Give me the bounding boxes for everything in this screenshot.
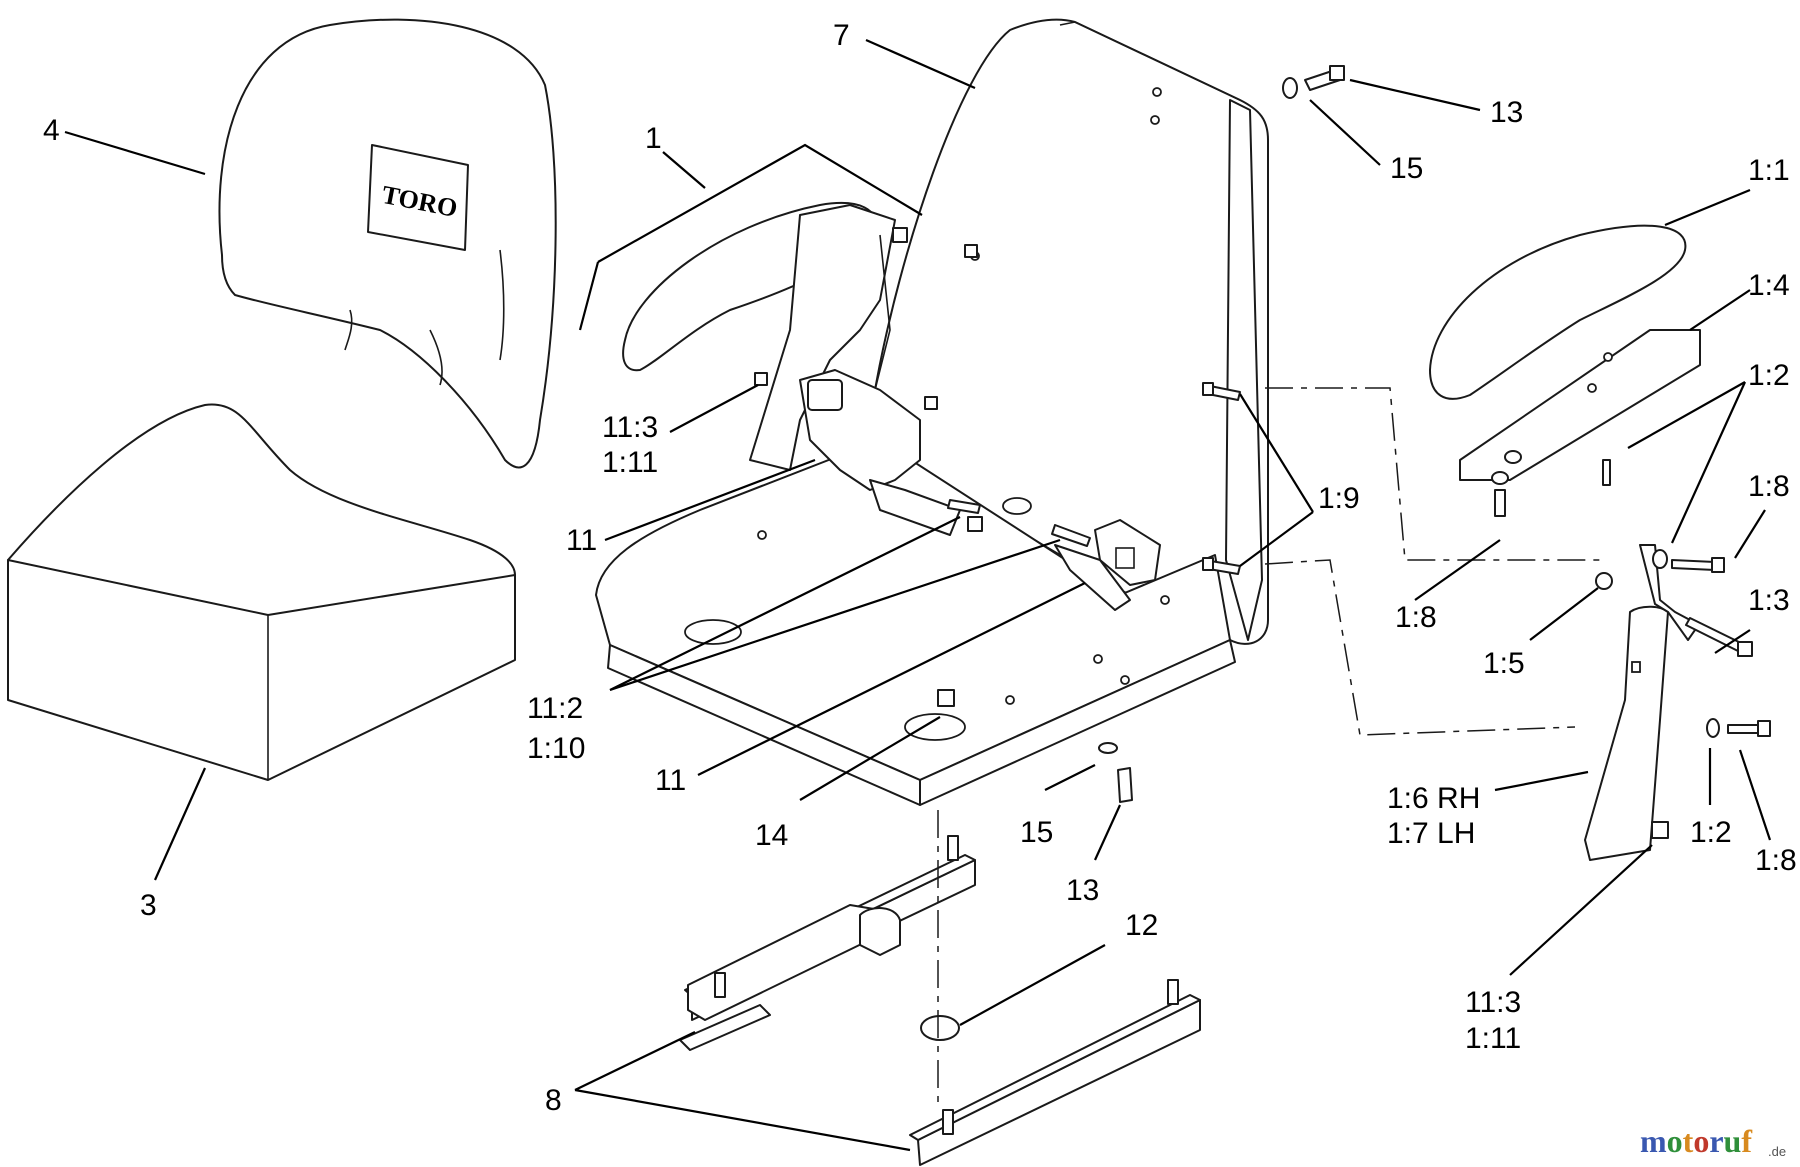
watermark-text: motoruf — [1640, 1123, 1752, 1159]
callout-1-2-top: 1:2 — [1748, 359, 1790, 392]
toro-logo-plate: TORO — [367, 144, 469, 251]
callout-1-4: 1:4 — [1748, 269, 1790, 302]
callout-1-7-lh: 1:7 LH — [1387, 817, 1475, 850]
armrest-support-bracket — [1584, 544, 1696, 861]
callout-1-11-a: 1:11 — [602, 446, 658, 479]
callout-7: 7 — [833, 19, 850, 52]
callout-11-3-a: 11:3 — [602, 411, 658, 444]
callout-11-a: 11 — [566, 524, 597, 557]
seat-bottom-cushion — [7, 403, 516, 781]
callout-15-bot: 15 — [1020, 816, 1053, 849]
callout-1-3: 1:3 — [1748, 584, 1790, 617]
assembly-centerlines — [937, 387, 1605, 1105]
callout-11-3-b: 11:3 — [1465, 986, 1521, 1019]
watermark: motoruf .de — [1640, 1123, 1786, 1159]
callout-1-9: 1:9 — [1318, 482, 1360, 515]
callout-14: 14 — [755, 819, 788, 852]
callout-11-2: 11:2 — [527, 692, 583, 725]
callout-4: 4 — [43, 114, 60, 147]
seat-back-cushion: TORO — [218, 18, 557, 469]
callout-1-8-bot: 1:8 — [1755, 844, 1797, 877]
seat-belt-buckle — [1054, 519, 1161, 611]
callout-8: 8 — [545, 1084, 562, 1117]
right-armrest — [1429, 224, 1701, 481]
leader-lines — [64, 38, 1772, 1152]
callout-13-bot: 13 — [1066, 874, 1099, 907]
callout-12: 12 — [1125, 909, 1158, 942]
callout-3: 3 — [140, 889, 157, 922]
seat-slide-rails — [679, 835, 1201, 1166]
callout-13-top: 13 — [1490, 96, 1523, 129]
callout-11-b: 11 — [655, 764, 686, 797]
callout-1-1: 1:1 — [1748, 154, 1790, 187]
seat-belt-retractor — [799, 369, 961, 536]
callout-1-2-bot: 1:2 — [1690, 816, 1732, 849]
callout-labels: 4 1 7 13 15 1:1 1:4 1:2 1:8 11:3 1:11 11… — [43, 19, 1797, 1117]
seat-frame — [595, 18, 1269, 806]
callout-1: 1 — [645, 122, 662, 155]
callout-1-5: 1:5 — [1483, 647, 1525, 680]
callout-15-top: 15 — [1390, 152, 1423, 185]
callout-1-6-rh: 1:6 RH — [1387, 782, 1480, 815]
left-armrest — [622, 201, 896, 471]
callout-1-8-mid: 1:8 — [1395, 601, 1437, 634]
callout-1-8-top: 1:8 — [1748, 470, 1790, 503]
callout-1-10: 1:10 — [527, 732, 585, 765]
watermark-suffix: .de — [1768, 1144, 1786, 1159]
callout-1-11-b: 1:11 — [1465, 1022, 1521, 1055]
